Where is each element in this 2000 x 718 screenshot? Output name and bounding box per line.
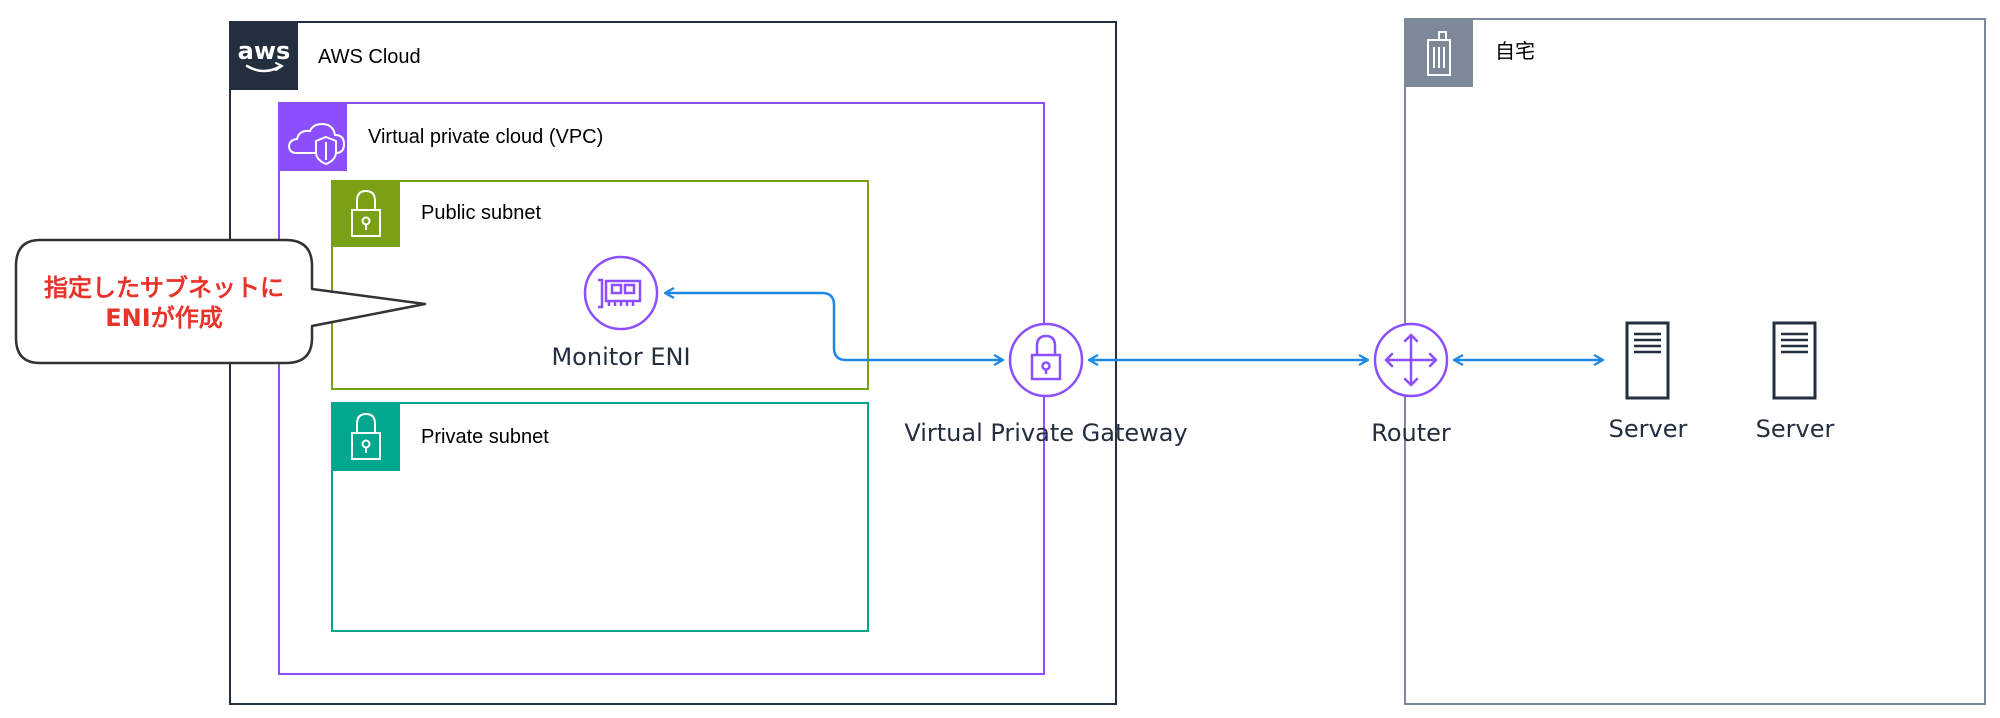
vpc-group: Virtual private cloud (VPC) — [278, 102, 1045, 675]
server-1-label: Server — [1609, 415, 1688, 443]
monitor-eni-label: Monitor ENI — [551, 343, 690, 371]
aws-logo-text: aws — [238, 37, 291, 65]
vpc-label: Virtual private cloud (VPC) — [368, 126, 603, 148]
padlock-gateway-icon — [1008, 322, 1084, 398]
home-label: 自宅 — [1495, 40, 1535, 63]
public-subnet-label: Public subnet — [421, 202, 542, 224]
public-subnet-group: Public subnet — [331, 180, 869, 390]
callout-bubble: 指定したサブネットに ENIが作成 — [14, 238, 427, 365]
router-label: Router — [1371, 419, 1451, 447]
padlock-icon — [351, 189, 381, 237]
server-icon — [1625, 321, 1670, 400]
server-node-2[interactable]: Server — [1756, 321, 1835, 443]
server-2-label: Server — [1756, 415, 1835, 443]
server-node-1[interactable]: Server — [1609, 321, 1688, 443]
home-group: 自宅 — [1404, 18, 1986, 705]
building-icon — [1427, 31, 1451, 76]
vpg-node[interactable]: Virtual Private Gateway — [904, 322, 1188, 447]
callout-line-2: ENIが作成 — [105, 304, 222, 332]
network-interface-icon — [583, 255, 659, 331]
private-subnet-label: Private subnet — [421, 426, 549, 448]
aws-cloud-label: AWS Cloud — [318, 46, 421, 68]
server-icon — [1772, 321, 1817, 400]
router-node[interactable]: Router — [1371, 322, 1451, 447]
monitor-eni-node[interactable]: Monitor ENI — [551, 255, 691, 371]
private-subnet-group: Private subnet — [331, 402, 869, 632]
router-arrows-icon — [1373, 322, 1449, 398]
aws-logo-icon — [230, 22, 298, 90]
connectors — [663, 287, 1605, 366]
callout-line-1: 指定したサブネットに — [44, 274, 284, 302]
cloud-shield-icon — [287, 122, 346, 166]
vpg-label: Virtual Private Gateway — [904, 419, 1187, 447]
aws-cloud-group: aws AWS Cloud — [229, 21, 1117, 705]
eni-vpg-connector — [663, 287, 1005, 366]
padlock-icon — [351, 412, 381, 460]
